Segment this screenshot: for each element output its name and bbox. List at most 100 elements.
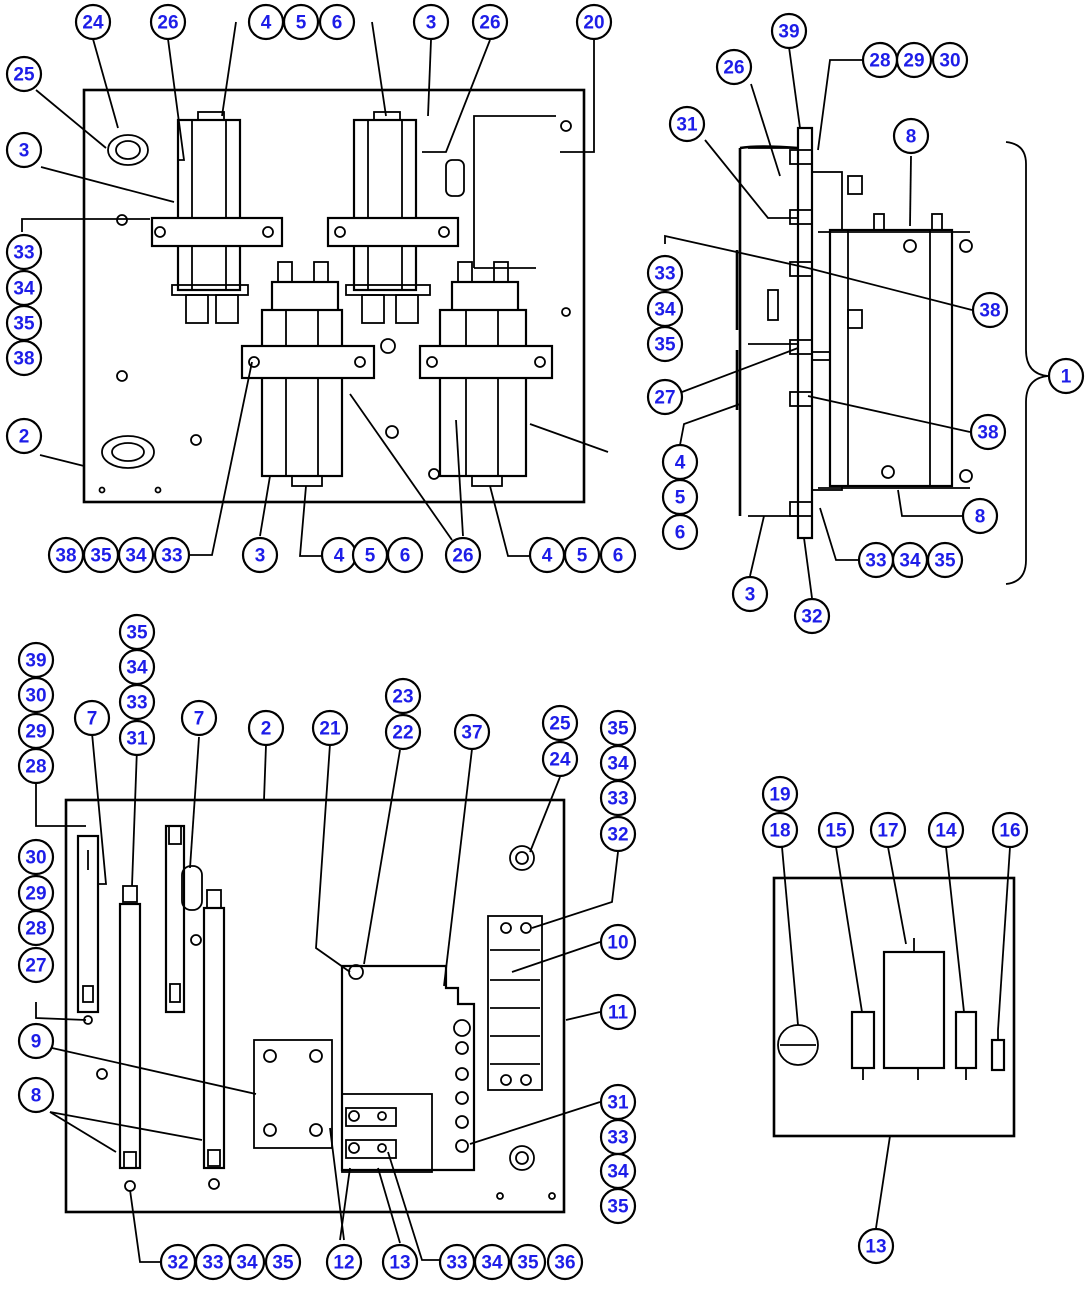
callout-number: 34 <box>236 1253 258 1274</box>
callout-30: 30 <box>17 838 55 876</box>
callout-29: 29 <box>17 712 55 750</box>
callout-circle <box>599 536 637 574</box>
callout-number: 4 <box>334 546 345 567</box>
callout-number: 5 <box>365 546 376 567</box>
callout-circle <box>471 3 509 41</box>
callout-35: 35 <box>599 709 637 747</box>
callout-35: 35 <box>599 1187 637 1225</box>
callout-circle <box>5 131 43 169</box>
callout-number: 38 <box>13 349 34 370</box>
callout-1: 1 <box>1047 357 1085 395</box>
callout-number: 29 <box>25 722 46 743</box>
callout-number: 11 <box>608 1003 629 1024</box>
callout-number: 2 <box>261 719 272 740</box>
callout-number: 29 <box>25 884 46 905</box>
callout-number: 39 <box>25 651 46 672</box>
callout-33: 33 <box>599 779 637 817</box>
callout-6: 6 <box>318 3 356 41</box>
callout-10: 10 <box>599 923 637 961</box>
callout-number: 37 <box>461 723 482 744</box>
callout-number: 33 <box>202 1253 223 1274</box>
callout-circle <box>247 709 285 747</box>
callout-35: 35 <box>264 1243 302 1281</box>
callout-number: 3 <box>426 13 437 34</box>
callout-6: 6 <box>661 513 699 551</box>
callout-circle <box>5 233 43 271</box>
callout-38: 38 <box>5 339 43 377</box>
callout-number: 34 <box>654 300 676 321</box>
callout-8: 8 <box>961 497 999 535</box>
callout-number: 35 <box>126 623 148 644</box>
callout-31: 31 <box>668 105 706 143</box>
callout-38: 38 <box>969 413 1007 451</box>
callout-34: 34 <box>891 541 929 579</box>
callout-33: 33 <box>857 541 895 579</box>
callout-17: 17 <box>869 811 907 849</box>
callout-number: 35 <box>934 551 956 572</box>
callout-number: 18 <box>769 821 790 842</box>
callout-24: 24 <box>541 740 579 778</box>
callout-33: 33 <box>599 1118 637 1156</box>
callout-38: 38 <box>47 536 85 574</box>
callout-number: 33 <box>654 264 675 285</box>
callout-circle <box>17 747 55 785</box>
callout-circle <box>563 536 601 574</box>
callout-15: 15 <box>817 811 855 849</box>
callout-5: 5 <box>661 478 699 516</box>
callout-number: 36 <box>554 1253 575 1274</box>
callout-circle <box>969 413 1007 451</box>
callout-number: 21 <box>319 719 341 740</box>
callout-number: 39 <box>778 22 799 43</box>
callout-number: 6 <box>675 523 686 544</box>
callout-number: 25 <box>13 65 35 86</box>
callout-5: 5 <box>282 3 320 41</box>
callout-24: 24 <box>74 3 112 41</box>
callout-number: 33 <box>607 1128 628 1149</box>
callout-26: 26 <box>149 3 187 41</box>
callout-circle <box>599 815 637 853</box>
callout-number: 6 <box>332 13 343 34</box>
callout-33: 33 <box>5 233 43 271</box>
callout-number: 26 <box>723 58 744 79</box>
callout-number: 13 <box>865 1237 886 1258</box>
callout-number: 1 <box>1061 367 1072 388</box>
callout-33: 33 <box>438 1243 476 1281</box>
callout-number: 35 <box>272 1253 294 1274</box>
bottom-panel-drawing <box>64 798 566 1214</box>
callout-circle <box>73 699 111 737</box>
callout-26: 26 <box>471 3 509 41</box>
callout-number: 33 <box>865 551 886 572</box>
callout-circle <box>311 709 349 747</box>
callout-number: 13 <box>389 1253 410 1274</box>
callout-number: 34 <box>126 658 148 679</box>
callout-number: 33 <box>13 243 34 264</box>
callout-33: 33 <box>194 1243 232 1281</box>
callout-20: 20 <box>575 3 613 41</box>
callout-circle <box>661 513 699 551</box>
component-board-drawing <box>772 876 1016 1138</box>
callout-circle <box>386 536 424 574</box>
callout-number: 34 <box>481 1253 503 1274</box>
callout-circle <box>384 713 422 751</box>
callout-number: 35 <box>90 546 112 567</box>
callout-number: 33 <box>161 546 182 567</box>
callout-number: 30 <box>939 51 960 72</box>
callout-circle <box>5 55 43 93</box>
callout-3: 3 <box>5 131 43 169</box>
callout-circle <box>599 779 637 817</box>
callout-circle <box>761 811 799 849</box>
callout-circle <box>180 699 218 737</box>
callout-3: 3 <box>412 3 450 41</box>
callout-11: 11 <box>599 993 637 1031</box>
callout-circle <box>599 1187 637 1225</box>
callout-number: 22 <box>392 723 413 744</box>
callout-16: 16 <box>991 811 1029 849</box>
callout-38: 38 <box>971 291 1009 329</box>
callout-5: 5 <box>351 536 389 574</box>
callout-number: 24 <box>82 13 104 34</box>
callout-26: 26 <box>444 536 482 574</box>
callout-26: 26 <box>715 48 753 86</box>
callout-number: 31 <box>676 115 698 136</box>
callout-number: 4 <box>675 453 686 474</box>
callout-number: 31 <box>607 1093 629 1114</box>
